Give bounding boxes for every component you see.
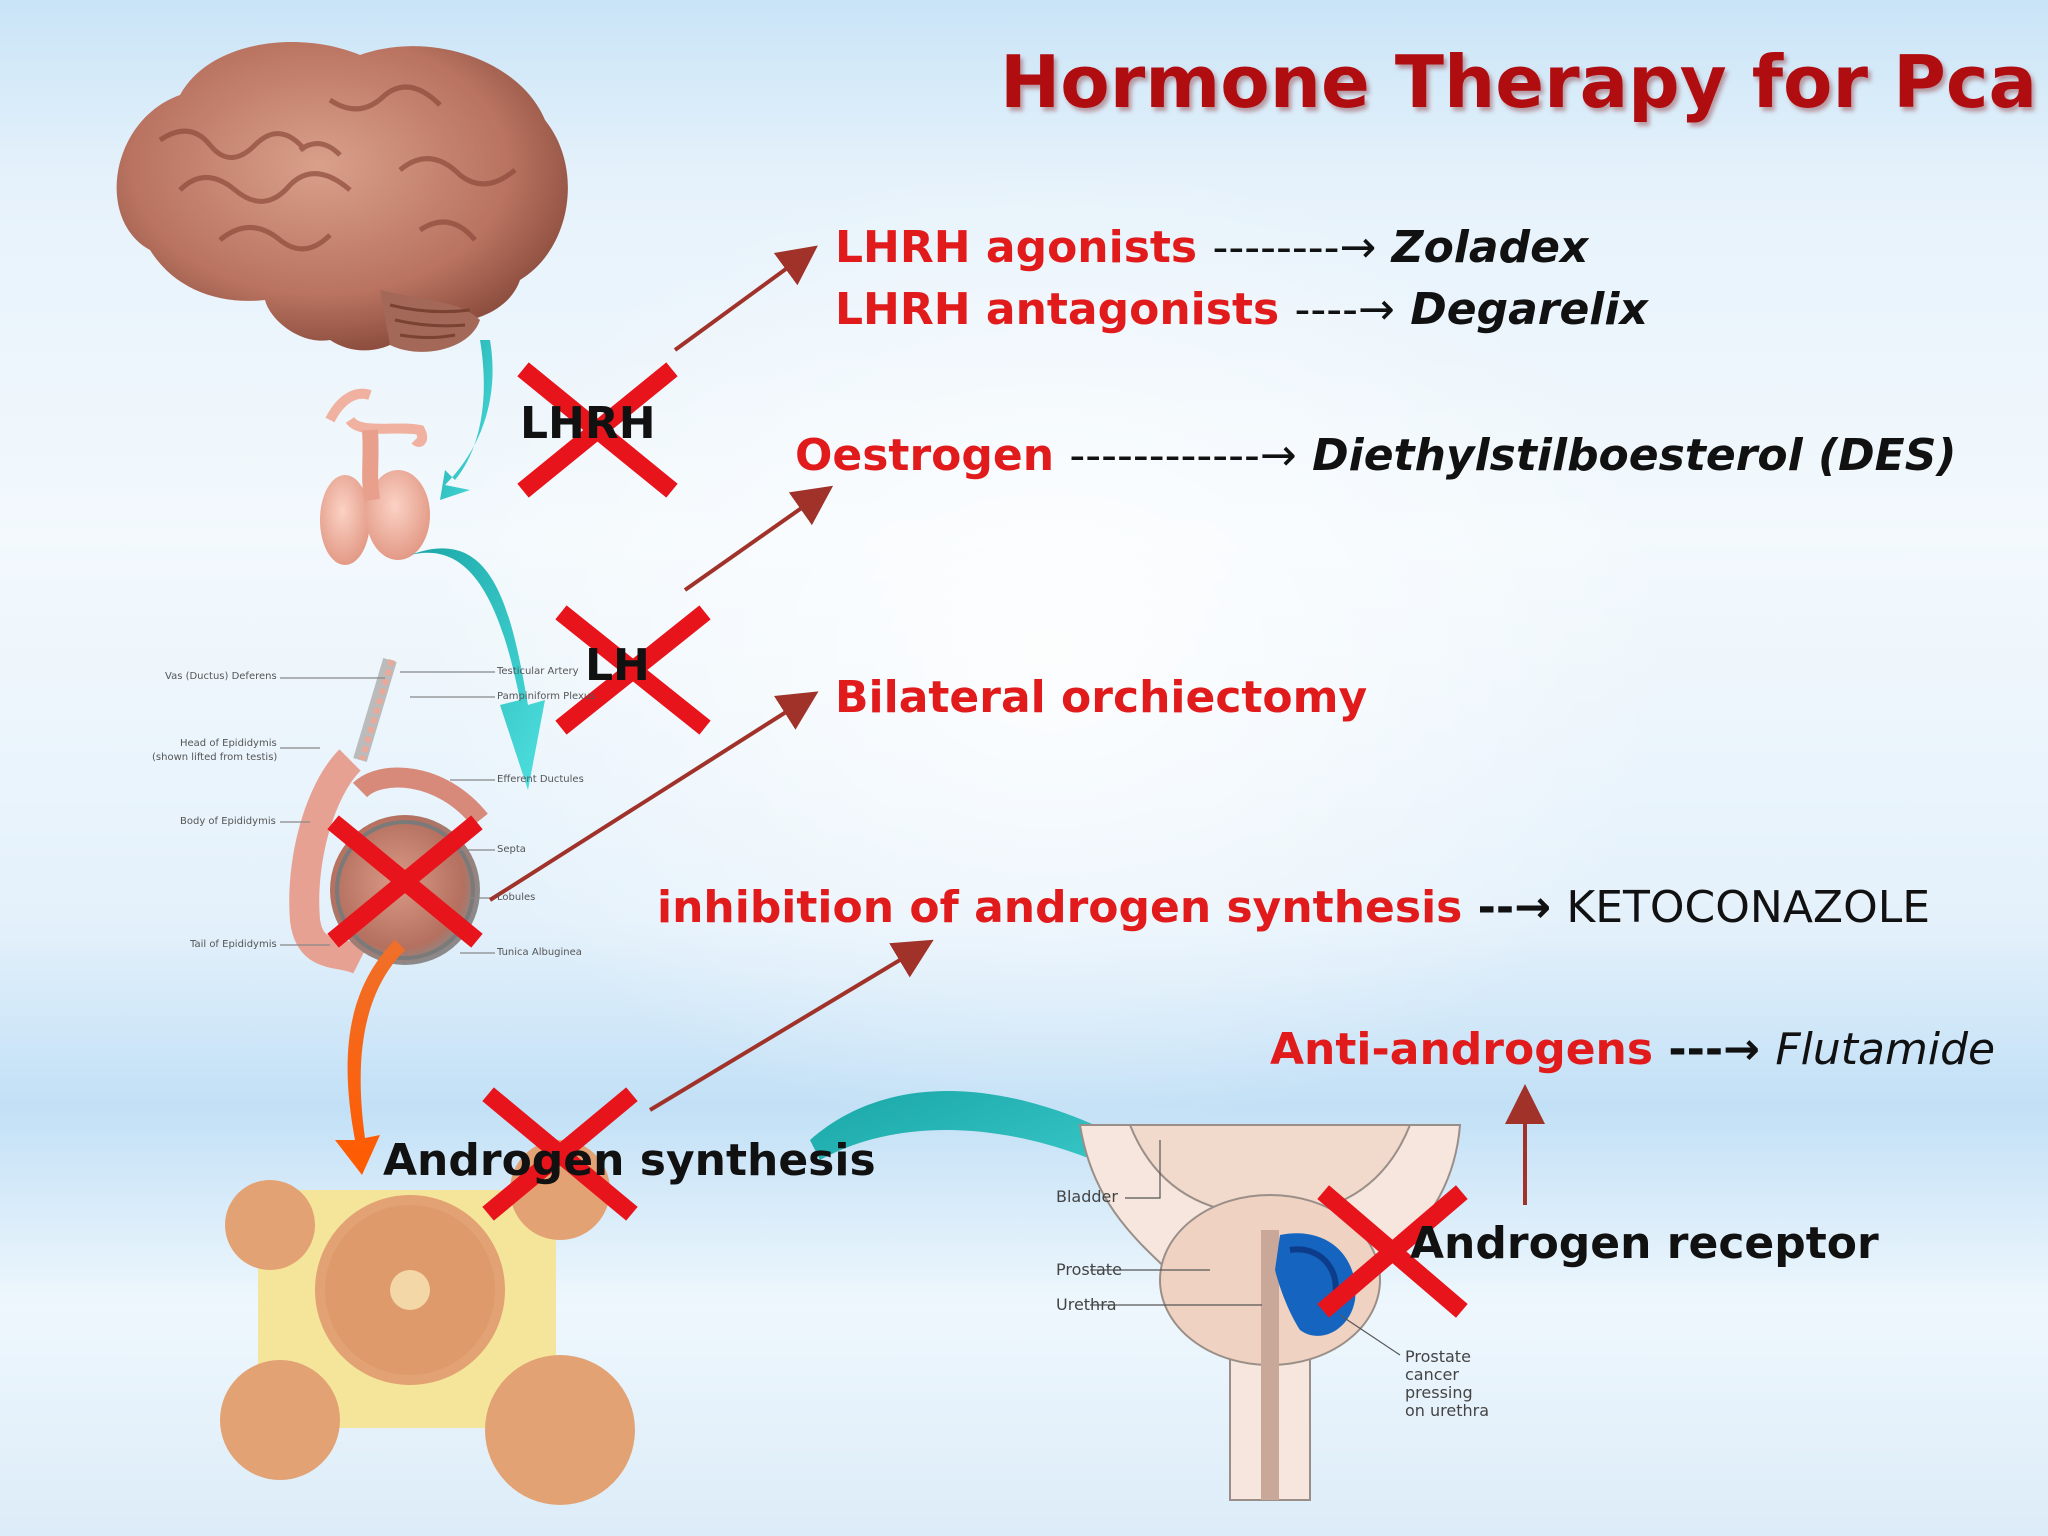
prostate-leader-lines <box>1090 1140 1401 1356</box>
label-pampiniform: Pampiniform Plexus <box>497 691 596 702</box>
cross-lh <box>555 605 711 735</box>
cross-androgen-synthesis <box>482 1087 638 1221</box>
pituitary-illustration <box>320 388 430 565</box>
therapy-androgen-synthesis-inhibition: inhibition of androgen synthesis --→ KET… <box>657 880 1930 936</box>
lhrh-antagonists-drug: Degarelix <box>1410 284 1648 335</box>
cancer-note-line-4: on urethra <box>1405 1401 1490 1420</box>
lhrh-agonists-label: LHRH agonists <box>835 222 1198 273</box>
label-bladder: Bladder <box>1056 1187 1118 1206</box>
lhrh-label: LHRH <box>520 398 656 449</box>
oestrogen-label: Oestrogen <box>795 430 1055 481</box>
slide-title: Hormone Therapy for Pca <box>1000 40 2038 124</box>
orchiectomy-label: Bilateral orchiectomy <box>835 672 1368 723</box>
testicular-tissue-image <box>220 1140 635 1505</box>
orange-arrow <box>335 940 405 1175</box>
cancer-note-line-1: Prostate <box>1405 1347 1471 1366</box>
cross-testis <box>327 815 483 948</box>
teal-arrow-2 <box>410 548 545 790</box>
prostate-illustration <box>1078 1124 1462 1501</box>
anti-androgens-drug: Flutamide <box>1775 1024 1996 1075</box>
brain-illustration <box>116 42 568 352</box>
lh-label: LH <box>585 640 650 691</box>
testis-leader-lines <box>280 671 495 954</box>
label-efferent-ductules: Efferent Ductules <box>497 774 584 785</box>
label-prostate: Prostate <box>1056 1260 1122 1279</box>
cross-lhrh <box>517 362 678 498</box>
label-tunica: Tunica Albuginea <box>497 947 582 958</box>
label-head-epididymis-note: (shown lifted from testis) <box>152 752 278 763</box>
oestrogen-arrow: ------------→ <box>1069 430 1297 481</box>
label-urethra: Urethra <box>1056 1295 1117 1314</box>
lhrh-agonists-arrow: --------→ <box>1212 222 1377 273</box>
therapy-oestrogen: Oestrogen ------------→ Diethylstilboest… <box>795 428 1957 484</box>
teal-arrow-1 <box>440 340 493 500</box>
oestrogen-drug: Diethylstilboesterol (DES) <box>1312 430 1957 481</box>
cancer-note-line-2: cancer <box>1405 1365 1459 1384</box>
androgen-receptor-label: Androgen receptor <box>1410 1218 1879 1269</box>
label-tail-epididymis: Tail of Epididymis <box>190 939 277 950</box>
lhrh-antagonists-arrow: ----→ <box>1294 284 1395 335</box>
therapy-arrows <box>488 245 1545 1205</box>
anti-androgens-arrow: ---→ <box>1668 1024 1761 1075</box>
cross-androgen-receptor <box>1317 1185 1468 1318</box>
anti-androgens-label: Anti-androgens <box>1270 1024 1654 1075</box>
androgen-synthesis-label: Androgen synthesis <box>383 1135 876 1186</box>
therapy-orchiectomy: Bilateral orchiectomy <box>835 670 1367 726</box>
label-head-epididymis: Head of Epididymis <box>180 738 277 749</box>
inhibition-label: inhibition of androgen synthesis <box>657 882 1463 933</box>
inhibition-arrow: --→ <box>1477 882 1552 933</box>
label-vas-deferens: Vas (Ductus) Deferens <box>165 671 277 682</box>
label-body-epididymis: Body of Epididymis <box>180 816 276 827</box>
cancer-note-line-3: pressing <box>1405 1383 1473 1402</box>
therapy-lhrh-antagonists: LHRH antagonists ----→ Degarelix <box>835 282 1648 338</box>
therapy-lhrh-agonists: LHRH agonists --------→ Zoladex <box>835 220 1588 276</box>
inhibition-drug: KETOCONAZOLE <box>1566 882 1931 933</box>
therapy-anti-androgens: Anti-androgens ---→ Flutamide <box>1270 1022 1995 1078</box>
label-septa: Septa <box>497 844 526 855</box>
label-testicular-artery: Testicular Artery <box>497 666 579 677</box>
label-lobules: Lobules <box>497 892 536 903</box>
label-cancer-note: Prostate cancer pressing on urethra <box>1405 1348 1489 1420</box>
lhrh-antagonists-label: LHRH antagonists <box>835 284 1280 335</box>
lhrh-agonists-drug: Zoladex <box>1391 222 1589 273</box>
block-crosses <box>327 362 1468 1318</box>
